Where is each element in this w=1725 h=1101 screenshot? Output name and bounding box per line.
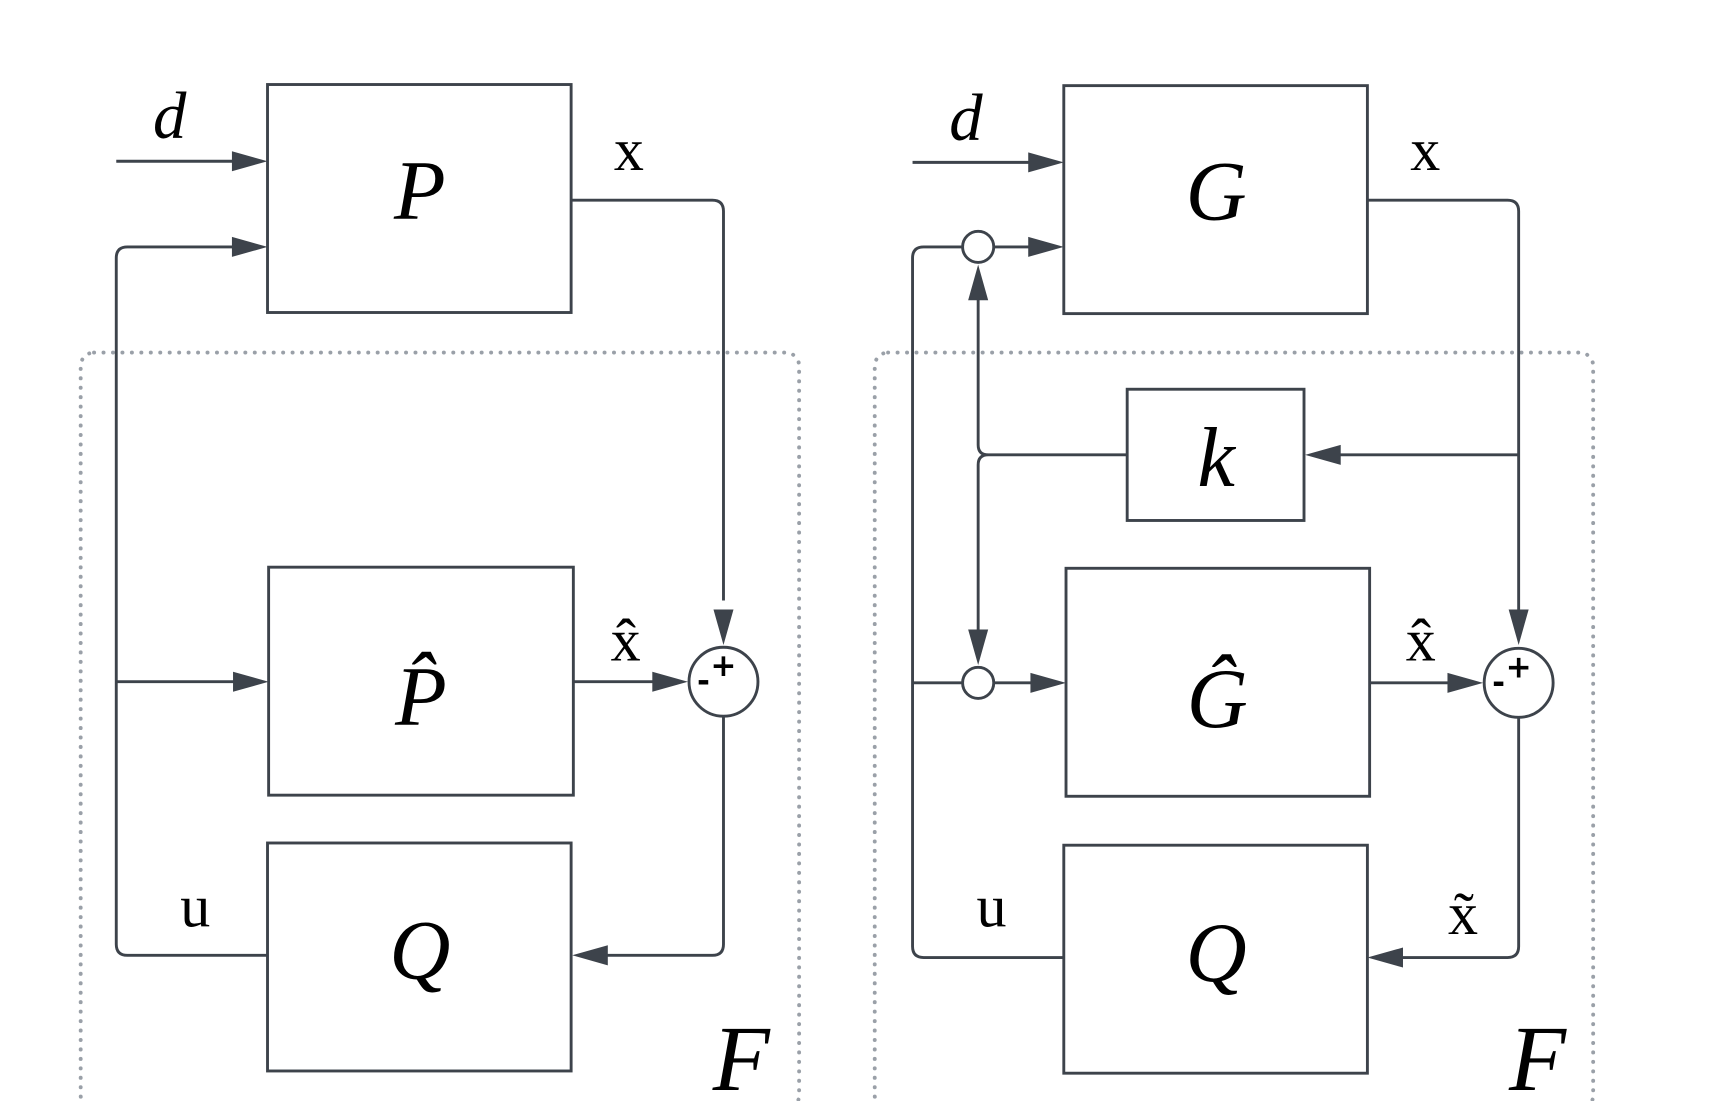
right-xtilde-label: x̃ xyxy=(1448,880,1478,947)
right-k-output-wire xyxy=(976,295,1128,634)
left-u-label: u xyxy=(180,872,210,939)
right-u-feedback-wire xyxy=(911,245,1064,959)
right-plant-input-arrowhead xyxy=(1028,236,1064,257)
left-controller-frame xyxy=(78,350,802,1101)
left-sum-top-arrowhead xyxy=(713,609,734,646)
left-u-feedback-wire xyxy=(114,245,268,957)
right-diagram: d G x k Ĝ x̂ x̃ Q u F + - xyxy=(872,82,1596,1101)
left-frame-label: F xyxy=(712,1008,771,1101)
left-sum-plus: + xyxy=(710,648,736,684)
right-x-label: x xyxy=(1410,116,1440,183)
right-plant-input-junction xyxy=(961,229,996,264)
left-error-wire xyxy=(590,717,725,957)
right-sum-left-arrowhead xyxy=(1447,672,1484,693)
left-q-input-arrowhead xyxy=(572,945,608,966)
left-x-label: x xyxy=(614,116,644,183)
left-plant-label: P xyxy=(393,145,446,238)
left-controller-block xyxy=(266,841,573,1073)
left-sum-minus: - xyxy=(697,664,710,700)
left-controller-label: Q xyxy=(389,905,450,998)
right-error-wire xyxy=(1385,718,1521,959)
left-u-arrowhead xyxy=(231,236,268,257)
right-sum-minus: - xyxy=(1492,665,1505,701)
left-plant-output-wire xyxy=(571,198,725,601)
left-summing-junction xyxy=(687,645,760,718)
left-model-block xyxy=(267,565,575,797)
right-sum-top-arrowhead xyxy=(1508,609,1529,646)
right-sum-plus: + xyxy=(1506,649,1532,685)
right-model-label: Ĝ xyxy=(1187,653,1248,746)
left-d-label: d xyxy=(153,80,187,153)
right-k-input-arrowhead xyxy=(1305,444,1341,465)
right-u-label: u xyxy=(976,872,1006,939)
right-summing-junction xyxy=(1482,646,1555,719)
left-plant-block xyxy=(266,83,573,314)
right-model-input-junction xyxy=(961,665,996,700)
left-diagram: d P x P̂ x̂ Q u F + - xyxy=(78,80,802,1101)
right-k-up-arrowhead xyxy=(968,264,989,301)
left-model-input-arrowhead xyxy=(233,671,269,692)
left-xhat-label: x̂ xyxy=(611,607,641,674)
right-gain-label: k xyxy=(1197,412,1236,505)
right-controller-block xyxy=(1062,843,1369,1075)
right-plant-output-wire xyxy=(1367,198,1521,612)
right-model-input-arrowhead xyxy=(1030,672,1067,693)
right-d-arrowhead xyxy=(1028,152,1064,173)
right-xhat-label: x̂ xyxy=(1406,607,1436,674)
right-plant-block xyxy=(1062,84,1369,316)
left-sum-left-arrowhead xyxy=(652,671,688,692)
right-frame-label: F xyxy=(1508,1008,1567,1101)
right-d-label: d xyxy=(949,82,983,155)
right-model-block xyxy=(1064,566,1372,798)
right-gain-block xyxy=(1125,387,1306,522)
right-controller-label: Q xyxy=(1186,907,1247,1000)
left-model-label: P̂ xyxy=(394,651,447,744)
right-plant-label: G xyxy=(1186,146,1247,239)
right-k-down-arrowhead xyxy=(968,629,989,666)
right-controller-frame xyxy=(872,350,1596,1101)
right-q-input-arrowhead xyxy=(1367,947,1403,968)
left-d-arrowhead xyxy=(231,151,268,172)
